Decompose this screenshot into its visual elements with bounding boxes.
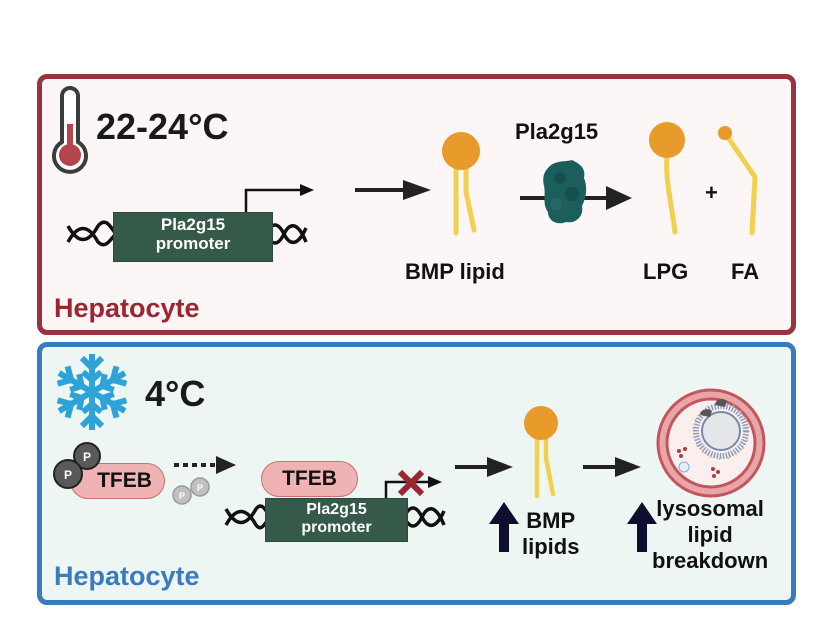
cell-type-label-warm: Hepatocyte: [54, 293, 200, 323]
lpg-label: LPG: [643, 259, 689, 284]
lysosomal-line2: lipid: [687, 522, 733, 547]
bmp-lipid-icon: [442, 132, 480, 236]
increase-arrow-icon: [627, 502, 657, 552]
thermometer-icon: [52, 86, 88, 174]
promoter-gene-label: Pla2g15: [160, 215, 226, 234]
promoter-gene-label: Pla2g15: [306, 501, 367, 518]
bmp-lipids-line1: BMP: [526, 508, 576, 533]
pla2g15-promoter-box: Pla2g15 promoter: [113, 212, 273, 262]
arrow-right-icon: [583, 457, 641, 477]
phosphate-groups-icon: P P: [53, 442, 101, 489]
dephosphorylation-arrow-icon: [174, 456, 236, 474]
arrow-right-icon: [355, 180, 431, 200]
temperature-label-warm: 22-24°C: [96, 106, 229, 147]
temperature-label-cold: 4°C: [145, 373, 206, 414]
phosphate-label: P: [83, 450, 91, 464]
increase-arrow-icon: [489, 502, 519, 552]
snowflake-icon: [52, 354, 132, 432]
fa-label: FA: [731, 259, 760, 284]
bmp-lipid-icon: [524, 406, 558, 499]
bmp-lipids-line2: lipids: [522, 534, 580, 559]
pla2g15-promoter-box: Pla2g15 promoter: [265, 498, 408, 542]
lysosomal-line1: lysosomal: [656, 496, 764, 521]
arrow-right-icon: [455, 457, 513, 477]
tfeb-protein: TFEB: [261, 461, 358, 497]
cell-type-label-cold: Hepatocyte: [54, 561, 200, 591]
phosphate-label: P: [179, 491, 185, 501]
transcription-start-arrow-icon: [244, 184, 314, 216]
released-phosphates-icon: P P: [172, 477, 210, 505]
bmp-lipids-label: BMP lipids: [522, 508, 579, 560]
promoter-label: promoter: [301, 519, 372, 536]
phosphorylated-tfeb: TFEB: [70, 463, 165, 499]
bmp-lipid-label: BMP lipid: [405, 259, 505, 284]
fatty-acid-icon: [718, 126, 758, 236]
lysosome-icon: [656, 388, 766, 498]
lysosomal-line3: breakdown: [652, 548, 769, 573]
promoter-label: promoter: [155, 234, 231, 253]
phosphate-label: P: [197, 483, 203, 493]
lysosomal-breakdown-label: lysosomal lipid breakdown: [652, 496, 768, 574]
lpg-lipid-icon: [649, 122, 685, 235]
plus-sign: +: [705, 180, 718, 205]
tfeb-label: TFEB: [97, 469, 152, 492]
phosphate-label: P: [64, 468, 72, 482]
tfeb-label: TFEB: [282, 467, 337, 490]
enzyme-label: Pla2g15: [515, 119, 599, 144]
blocked-x-icon: [397, 469, 425, 497]
pla2g15-enzyme-icon: [543, 160, 587, 224]
